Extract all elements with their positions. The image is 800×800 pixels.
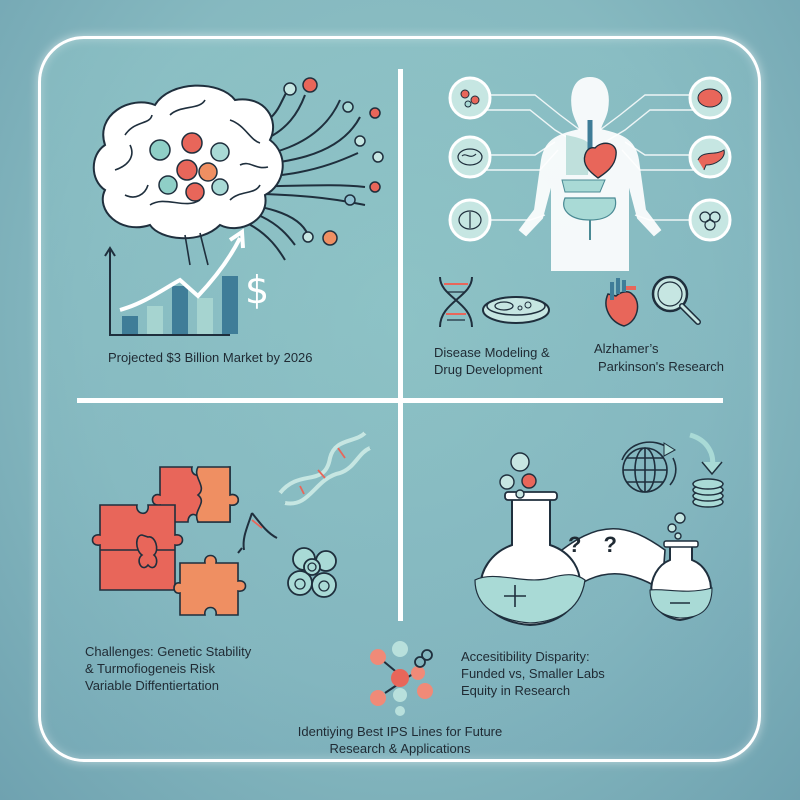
challenges-caption-line2: & Turmofiogeneis Risk	[85, 661, 216, 676]
disease-modeling-caption-line2: Drug Development	[434, 362, 543, 377]
disease-modeling-caption-line1: Disease Modeling &	[434, 345, 550, 360]
uncertainty-marks: ? ?	[568, 532, 625, 557]
market-projection-caption: Projected $3 Billion Market by 2026	[108, 350, 313, 365]
dna-icon	[278, 431, 371, 506]
cells-icon	[287, 547, 337, 598]
horizontal-divider	[77, 398, 723, 403]
accessibility-caption-line2: Funded vs, Smaller Labs	[461, 666, 605, 681]
puzzle-pieces-icon	[91, 466, 247, 616]
parkinsons-caption-line2: Parkinson's Research	[598, 359, 725, 374]
broken-dna-icon	[237, 512, 278, 554]
molecule-icon	[370, 641, 433, 716]
vertical-divider	[398, 69, 403, 621]
challenges-caption-line1: Challenges: Genetic Stability	[85, 644, 252, 659]
magnifier-icon	[651, 275, 701, 325]
dollar-icon: $	[245, 268, 270, 312]
dna-icon	[439, 276, 473, 328]
accessibility-caption-line3: Equity in Research	[461, 683, 571, 698]
alzheimers-caption-line1: Alzhamer’s	[594, 341, 659, 356]
rising-bar-chart-icon	[104, 228, 245, 336]
footer-line1: Identiying Best IPS Lines for Future	[297, 724, 503, 739]
footer-line2: Research & Applications	[329, 741, 471, 756]
accessibility-caption-line1: Accesitibility Disparity:	[461, 649, 590, 664]
petri-dish-icon	[482, 296, 550, 324]
human-body-organs-icon	[448, 76, 732, 271]
heart-icon	[605, 278, 639, 327]
challenges-caption-line3: Variable Diffentiertation	[85, 678, 219, 693]
flasks-bridge-icon	[474, 432, 724, 627]
brain-network-icon	[92, 77, 384, 266]
